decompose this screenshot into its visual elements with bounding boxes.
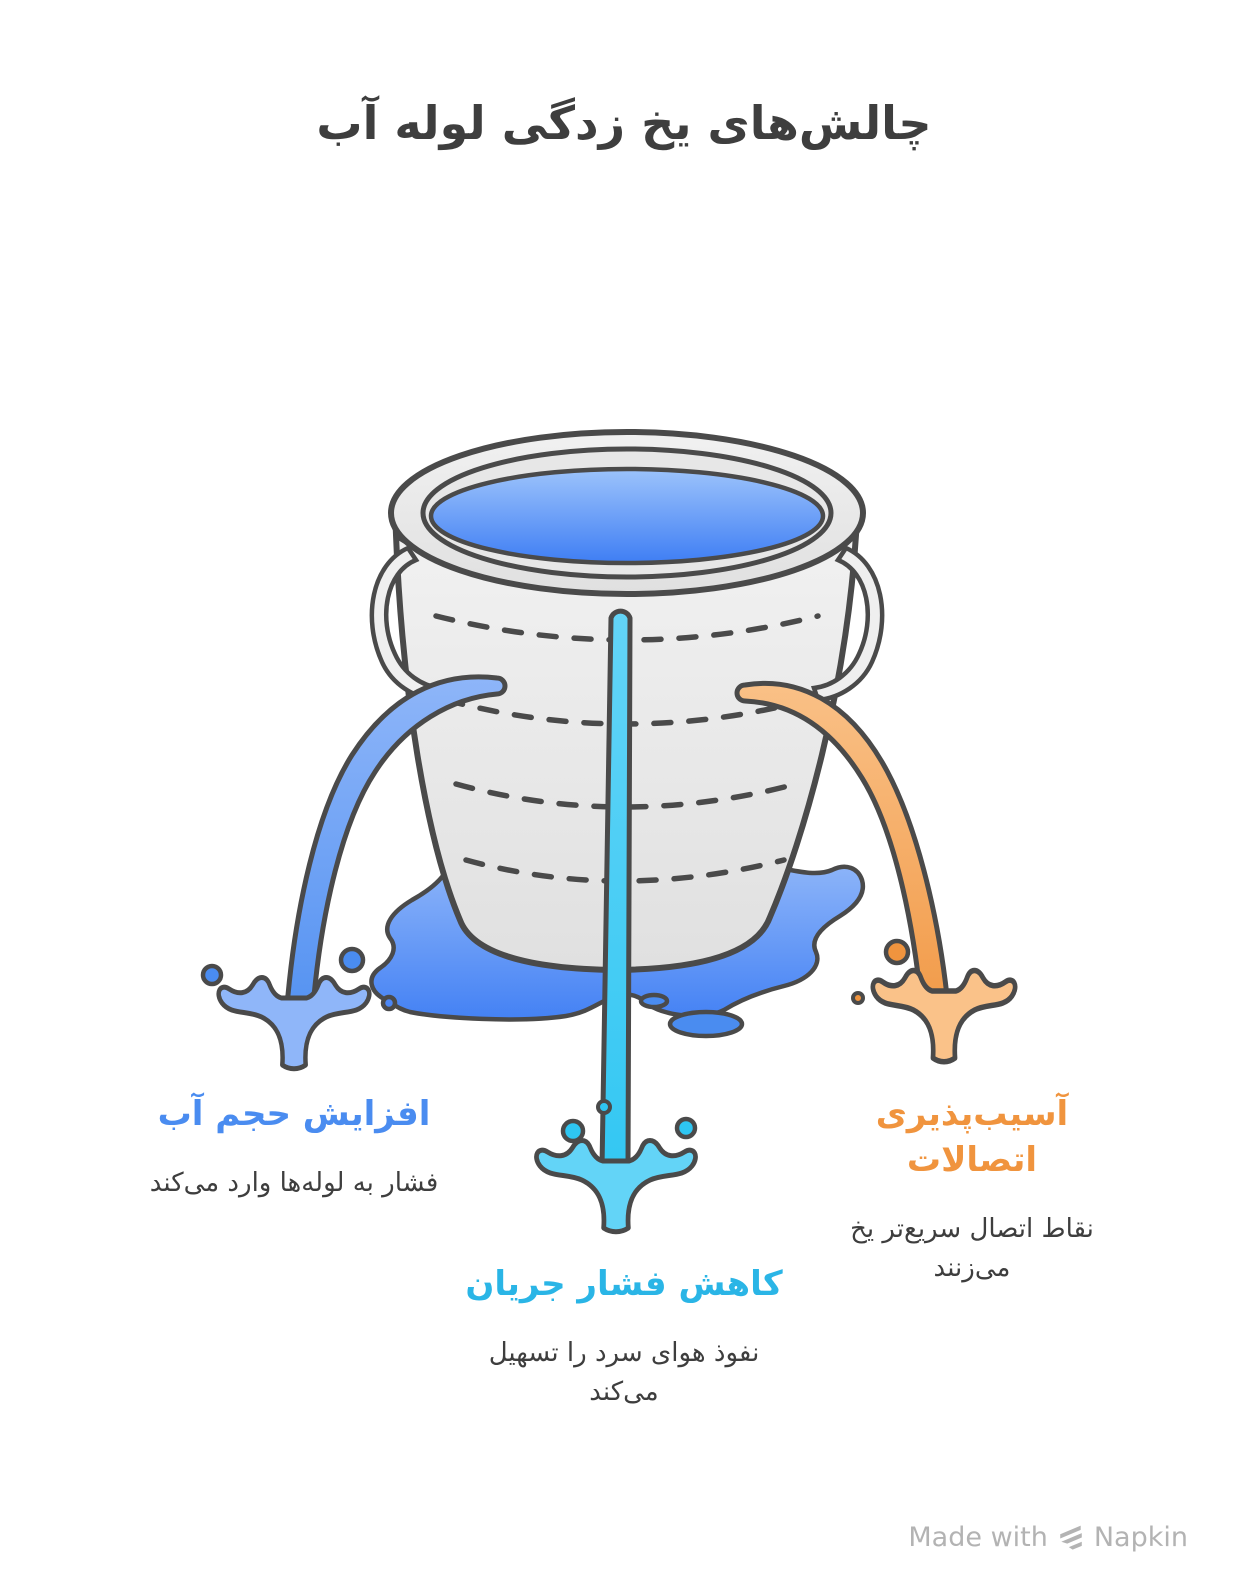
bucket-water [428, 466, 826, 566]
napkin-logo-icon [1060, 1525, 1082, 1550]
napkin-credit: Made with Napkin [908, 1522, 1188, 1553]
cyan-droplet [674, 1116, 698, 1140]
napkin-brand-text: Napkin [1093, 1522, 1188, 1553]
label-desc-water-volume: فشار به لوله‌ها وارد می‌کند [149, 1167, 439, 1198]
page-title: چالش‌های یخ زدگی لوله آب [316, 96, 932, 150]
stream-joint-vulnerability [734, 680, 1015, 1061]
puddle-dot [380, 994, 398, 1012]
label-water-volume: افزایش حجم آب فشار به لوله‌ها وارد می‌کن… [118, 1092, 470, 1203]
stream-flow-pressure [536, 608, 698, 1232]
label-title-joint-vulnerability: آسیب‌پذیری اتصالات [875, 1094, 1069, 1180]
label-desc-flow-pressure: نفوذ هوای سرد را تسهیل می‌کند [488, 1337, 760, 1407]
cyan-stream [599, 608, 633, 1171]
blue-droplet [200, 963, 224, 987]
stream-water-volume [200, 674, 508, 1069]
label-desc-joint-vulnerability: نقاط اتصال سریع‌تر یخ می‌زنند [850, 1213, 1094, 1283]
puddle-blob [667, 1009, 745, 1039]
orange-droplet [851, 991, 865, 1005]
made-with-text: Made with [908, 1522, 1048, 1553]
blue-droplet [338, 946, 366, 974]
label-joint-vulnerability: آسیب‌پذیری اتصالات نقاط اتصال سریع‌تر یخ… [812, 1092, 1132, 1288]
orange-droplet [883, 938, 911, 966]
label-flow-pressure: کاهش فشار جریان نفوذ هوای سرد را تسهیل م… [454, 1262, 794, 1412]
puddle-blob-small [638, 992, 670, 1010]
cyan-droplet [560, 1118, 586, 1144]
label-title-flow-pressure: کاهش فشار جریان [465, 1264, 783, 1304]
label-title-water-volume: افزایش حجم آب [157, 1094, 431, 1134]
cyan-droplet [596, 1099, 612, 1115]
